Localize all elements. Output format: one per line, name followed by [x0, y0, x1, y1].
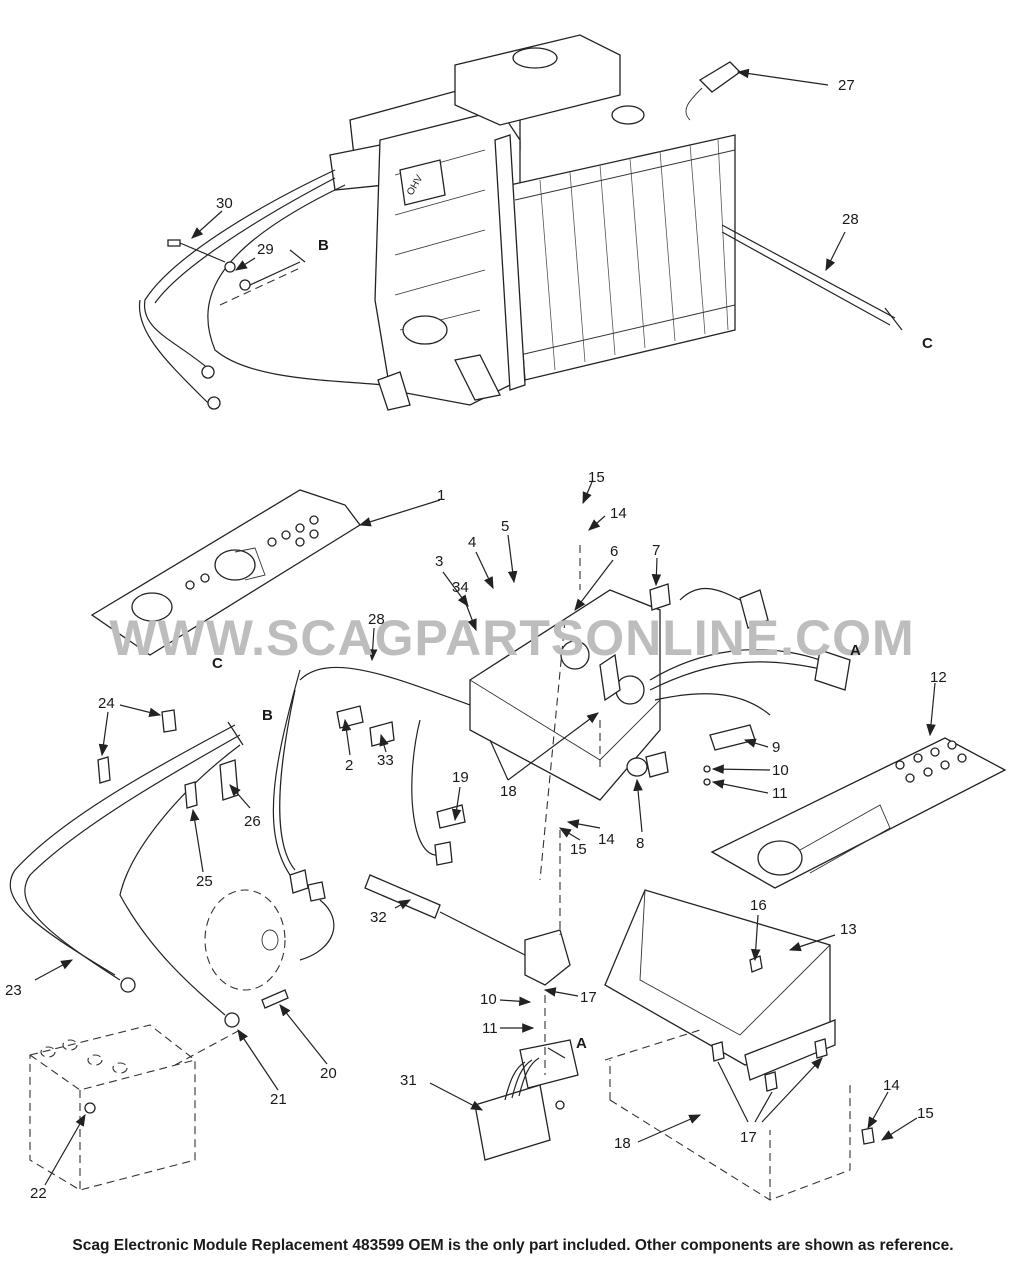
kit-1-panel [90, 489, 361, 656]
callout-4: 4 [468, 534, 476, 551]
callout-10-low: 10 [480, 991, 497, 1008]
callout-15-mid: 15 [570, 841, 587, 858]
callout-17-bracket: 17 [740, 1129, 757, 1146]
ref-letter-c-harness: C [212, 655, 223, 672]
engine-assembly: OHV [138, 34, 903, 411]
wiring-harness [204, 666, 571, 991]
callout-10-mid: 10 [772, 762, 789, 779]
callout-21: 21 [270, 1091, 287, 1108]
watermark-text: WWW.SCAGPARTSONLINE.COM [109, 610, 914, 666]
callout-18-mid: 18 [500, 783, 517, 800]
ref-letter-b-engine: B [318, 237, 329, 254]
dash-panel [469, 583, 851, 801]
electronic-module-31 [474, 1039, 579, 1161]
callout-14-mid: 14 [598, 831, 615, 848]
callout-28-mid: 28 [368, 611, 385, 628]
callout-17-low: 17 [580, 989, 597, 1006]
bracket-13 [604, 889, 875, 1201]
callout-25: 25 [196, 873, 213, 890]
callout-27: 27 [838, 77, 855, 94]
callout-11-mid: 11 [772, 785, 788, 802]
callout-11-low: 11 [482, 1020, 498, 1037]
callout-14-low: 14 [883, 1077, 900, 1094]
callout-26: 26 [244, 813, 261, 830]
callout-28: 28 [842, 211, 859, 228]
callout-1: 1 [437, 487, 445, 504]
callout-34: 34 [452, 579, 469, 596]
ref-letter-b-cable: B [262, 707, 273, 724]
disclaimer-caption: Scag Electronic Module Replacement 48359… [72, 1237, 953, 1254]
reference-letter-labels: B C C B A A [212, 237, 933, 1052]
battery-and-cables [9, 709, 289, 1191]
callout-15-top: 15 [588, 469, 605, 486]
callout-29: 29 [257, 241, 274, 258]
callout-24: 24 [98, 695, 115, 712]
callout-32: 32 [370, 909, 387, 926]
callout-7: 7 [652, 542, 660, 559]
ref-letter-a-module: A [576, 1035, 587, 1052]
callout-19: 19 [452, 769, 469, 786]
callout-13: 13 [840, 921, 857, 938]
kit-12-panel [710, 737, 1007, 889]
callout-16: 16 [750, 897, 767, 914]
callout-5: 5 [501, 518, 509, 535]
ref-letter-a-harness: A [850, 642, 861, 659]
leader-lines [34, 68, 936, 1186]
callout-22: 22 [30, 1185, 47, 1202]
engine-callout-labels: 27 28 30 29 [216, 77, 859, 258]
callout-6: 6 [610, 543, 618, 560]
callout-23: 23 [5, 982, 22, 999]
callout-8: 8 [636, 835, 644, 852]
alignment-lines [174, 267, 601, 1075]
callout-31: 31 [400, 1072, 417, 1089]
callout-30: 30 [216, 195, 233, 212]
callout-15-low: 15 [917, 1105, 934, 1122]
callout-2: 2 [345, 757, 353, 774]
callout-33: 33 [377, 752, 394, 769]
callout-9: 9 [772, 739, 780, 756]
callout-18-low: 18 [614, 1135, 631, 1152]
callout-14-top: 14 [610, 505, 627, 522]
callout-12: 12 [930, 669, 947, 686]
callout-20: 20 [320, 1065, 337, 1082]
callout-3: 3 [435, 553, 443, 570]
part-callout-labels: 1 15 14 3 4 5 6 7 34 28 2 33 24 26 25 18… [5, 469, 947, 1202]
ref-letter-c-engine: C [922, 335, 933, 352]
